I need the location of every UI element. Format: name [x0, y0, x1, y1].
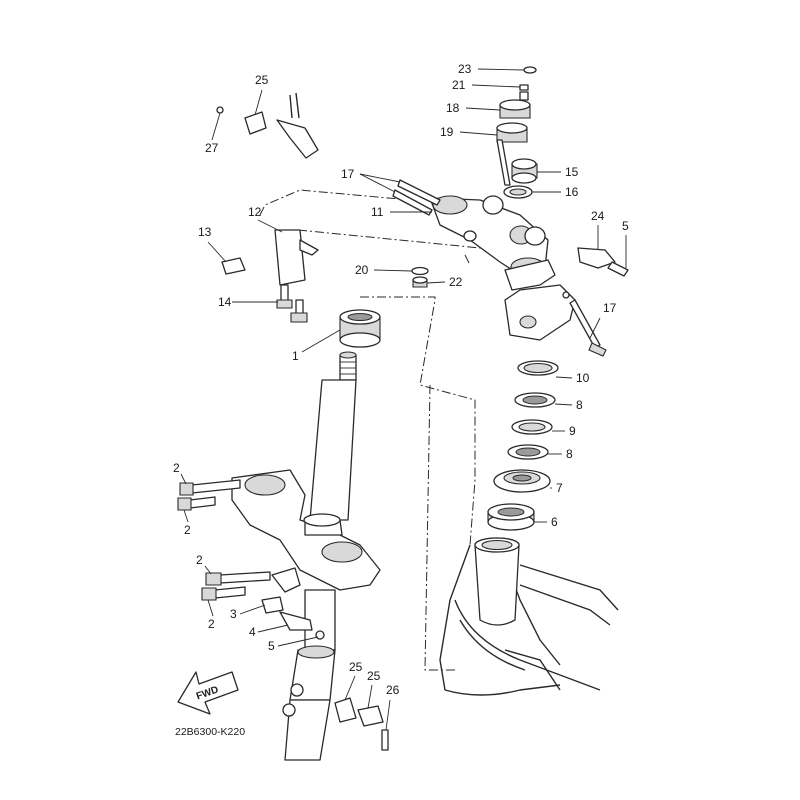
callout-c5b: 5	[268, 639, 275, 653]
cable-guide-upper	[216, 92, 319, 159]
leader-lines	[180, 68, 627, 731]
fwd-arrow-icon: FWD	[177, 671, 239, 715]
leader-line-c4	[257, 624, 289, 633]
leader-line-c26	[385, 699, 391, 731]
leader-line-c2a	[180, 473, 187, 485]
callout-c26: 26	[386, 683, 400, 697]
bearing-1	[339, 309, 381, 348]
leader-line-c17a	[359, 173, 401, 183]
callout-c4: 4	[249, 625, 256, 639]
leader-line-c27	[211, 112, 221, 141]
callout-c27: 27	[205, 141, 219, 155]
race-10	[517, 360, 559, 376]
leader-line-c20	[373, 269, 413, 272]
leader-line-c8a	[554, 403, 573, 406]
bolt-17-lower	[569, 299, 607, 357]
leader-line-c19	[459, 131, 498, 136]
callout-c7: 7	[556, 481, 563, 495]
leader-line-c5b	[277, 636, 319, 647]
callout-c22: 22	[449, 275, 463, 289]
plate-bracket	[504, 284, 576, 341]
callout-c1: 1	[292, 349, 299, 363]
leader-line-c22	[426, 281, 446, 284]
leader-line-c13	[207, 241, 227, 263]
callout-c17a: 17	[341, 167, 355, 181]
callout-c3: 3	[230, 607, 237, 621]
callout-c5a: 5	[622, 219, 629, 233]
leader-line-c2b	[183, 509, 189, 523]
callout-c12: 12	[248, 205, 262, 219]
callout-c18: 18	[446, 101, 460, 115]
ring-nut-8-upper	[514, 392, 556, 408]
washer-9	[511, 419, 553, 435]
ring-nut-8-lower	[507, 444, 549, 460]
leader-line-c1	[301, 329, 341, 353]
upper-bracket-11	[429, 195, 556, 291]
callout-c25c: 25	[367, 669, 381, 683]
under-bracket	[231, 469, 381, 591]
callout-c17b: 17	[603, 301, 617, 315]
leader-line-c25c	[367, 684, 373, 709]
callout-c13: 13	[198, 225, 212, 239]
callout-c2c: 2	[196, 553, 203, 567]
callout-c2a: 2	[173, 461, 180, 475]
callout-c14: 14	[218, 295, 232, 309]
leader-line-c12	[257, 219, 283, 233]
callout-c6: 6	[551, 515, 558, 529]
bearing-6	[487, 503, 535, 531]
bolts-14	[276, 284, 308, 323]
callout-c9: 9	[569, 424, 576, 438]
bracket-12	[221, 229, 319, 286]
assembly-guide-lines	[259, 189, 501, 671]
callout-c25a: 25	[255, 73, 269, 87]
clips-25-lower	[334, 697, 389, 751]
callout-c2d: 2	[208, 617, 215, 631]
frame-head-pipe	[439, 537, 619, 696]
bolts-2	[177, 479, 271, 601]
callout-c8b: 8	[566, 447, 573, 461]
callout-c25b: 25	[349, 660, 363, 674]
leader-line-c18	[465, 107, 501, 111]
steering-stem	[309, 351, 357, 521]
leader-line-c23	[477, 68, 525, 71]
callout-c16: 16	[565, 185, 579, 199]
fork-tube	[282, 589, 336, 761]
callout-c20: 20	[355, 263, 369, 277]
crown-nut-15	[511, 158, 538, 184]
leader-line-c21	[471, 84, 521, 88]
leader-line-c25a	[254, 89, 263, 116]
leader-line-c2d	[207, 599, 214, 617]
callout-c8a: 8	[576, 398, 583, 412]
callout-c15: 15	[565, 165, 579, 179]
callout-c2b: 2	[184, 523, 191, 537]
reference-code: 22B6300-K220	[175, 726, 245, 738]
leader-line-c25b	[344, 675, 356, 701]
callout-c19: 19	[440, 125, 454, 139]
dust-seal-7	[493, 469, 551, 493]
callout-c21: 21	[452, 78, 466, 92]
callout-c11: 11	[371, 205, 384, 219]
leader-line-c17b	[589, 317, 601, 339]
bolts-17-upper	[392, 179, 441, 216]
washer-20-nut-22	[411, 266, 429, 288]
callout-c10: 10	[576, 371, 590, 385]
callout-c24: 24	[591, 209, 605, 223]
washer-16	[503, 185, 533, 199]
leader-line-c10	[555, 376, 573, 379]
callout-c23: 23	[458, 62, 472, 76]
leader-line-c2c	[204, 565, 212, 575]
brackets-3-4	[261, 567, 325, 640]
leader-line-c17a	[359, 173, 396, 193]
leader-line-c3	[239, 604, 266, 615]
bolt-stack	[496, 66, 537, 186]
clamp-24	[577, 247, 629, 277]
